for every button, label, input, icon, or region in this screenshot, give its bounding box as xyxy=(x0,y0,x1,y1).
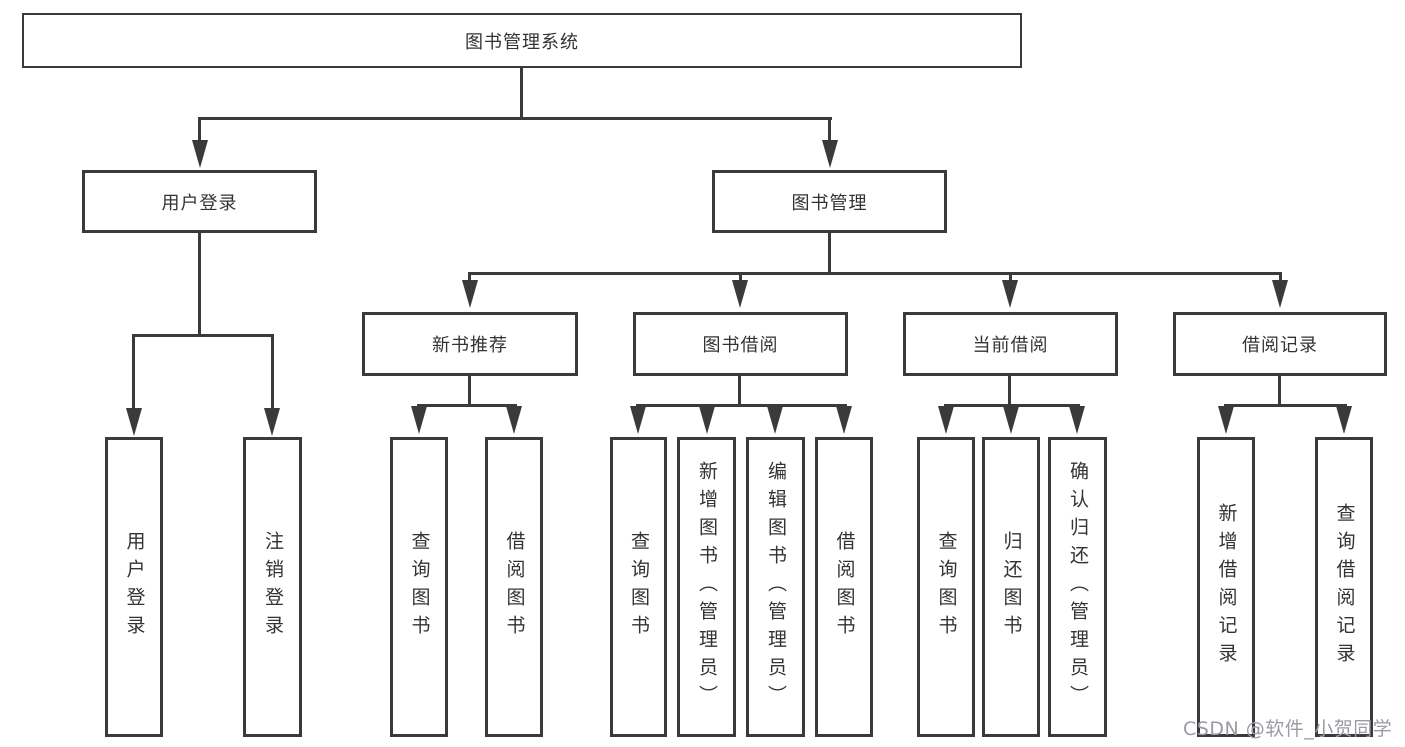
node-label: 查询借阅记录 xyxy=(1333,503,1356,671)
arrow-down-icon xyxy=(822,140,838,168)
connector-line xyxy=(828,233,831,275)
arrow-down-icon xyxy=(1002,280,1018,308)
node-label: 借阅图书 xyxy=(503,531,526,643)
node-label: 图书管理 xyxy=(791,192,868,214)
leaf-add-borrow-record: 新增借阅记录 xyxy=(1197,437,1255,737)
node-label: 借阅记录 xyxy=(1242,335,1318,356)
arrow-down-icon xyxy=(506,406,522,434)
leaf-confirm-return-admin: 确认归还（管理员） xyxy=(1048,437,1107,737)
connector-line xyxy=(468,272,1282,275)
node-label: 用户登录 xyxy=(123,531,146,643)
node-label: 当前借阅 xyxy=(972,335,1049,356)
connector-line xyxy=(1009,272,1012,282)
node-current-borrow: 当前借阅 xyxy=(903,312,1118,376)
leaf-query-books-borrow: 查询图书 xyxy=(610,437,667,737)
arrow-down-icon xyxy=(630,406,646,434)
connector-line xyxy=(1278,376,1281,406)
csdn-watermark: CSDN @软件_小贺同学 xyxy=(1183,718,1393,740)
connector-line xyxy=(944,404,1080,407)
leaf-user-login: 用户登录 xyxy=(105,437,163,737)
node-label: 查询图书 xyxy=(628,531,650,643)
arrow-down-icon xyxy=(836,406,852,434)
leaf-add-books-admin: 新增图书（管理员） xyxy=(677,437,736,737)
connector-line xyxy=(738,376,741,406)
leaf-query-books-recommend: 查询图书 xyxy=(390,437,448,737)
node-book-borrow: 图书借阅 xyxy=(633,312,848,376)
node-label: 编辑图书（管理员） xyxy=(765,461,787,713)
connector-line xyxy=(1224,404,1347,407)
arrow-down-icon xyxy=(264,408,280,436)
node-new-book-recommend: 新书推荐 xyxy=(362,312,578,376)
node-label: 查询图书 xyxy=(408,531,431,643)
arrow-down-icon xyxy=(1218,406,1234,434)
connector-line xyxy=(636,404,847,407)
connector-line xyxy=(271,334,274,410)
node-label: 归还图书 xyxy=(1000,531,1023,643)
arrow-down-icon xyxy=(1336,406,1352,434)
node-label: 查询图书 xyxy=(935,531,958,643)
connector-line xyxy=(1279,272,1282,282)
node-root: 图书管理系统 xyxy=(22,13,1022,68)
node-label: 新增借阅记录 xyxy=(1215,503,1238,671)
connector-line xyxy=(132,334,135,410)
connector-line xyxy=(468,272,471,282)
connector-line xyxy=(1008,376,1011,406)
leaf-logout: 注销登录 xyxy=(243,437,302,737)
connector-line xyxy=(132,334,274,337)
leaf-return-books: 归还图书 xyxy=(982,437,1040,737)
arrow-down-icon xyxy=(1069,406,1085,434)
arrow-down-icon xyxy=(699,406,715,434)
connector-line xyxy=(828,117,831,143)
leaf-query-books-current: 查询图书 xyxy=(917,437,975,737)
arrow-down-icon xyxy=(1003,406,1019,434)
connector-line xyxy=(468,376,471,406)
arrow-down-icon xyxy=(732,280,748,308)
leaf-query-borrow-record: 查询借阅记录 xyxy=(1315,437,1373,737)
connector-line xyxy=(198,117,832,120)
node-label: 借阅图书 xyxy=(833,531,856,643)
leaf-borrow-books: 借阅图书 xyxy=(815,437,873,737)
node-label: 确认归还（管理员） xyxy=(1067,461,1089,713)
node-user-login: 用户登录 xyxy=(82,170,317,233)
connector-line xyxy=(520,68,523,119)
arrow-down-icon xyxy=(462,280,478,308)
arrow-down-icon xyxy=(1272,280,1288,308)
connector-line xyxy=(417,404,517,407)
node-label: 注销登录 xyxy=(262,531,284,643)
arrow-down-icon xyxy=(938,406,954,434)
connector-line xyxy=(198,117,201,143)
node-label: 新增图书（管理员） xyxy=(696,461,718,713)
node-label: 新书推荐 xyxy=(432,335,508,356)
arrow-down-icon xyxy=(126,408,142,436)
connector-line xyxy=(198,233,201,336)
connector-line xyxy=(739,272,742,282)
leaf-borrow-books-recommend: 借阅图书 xyxy=(485,437,543,737)
node-book-management: 图书管理 xyxy=(712,170,947,233)
leaf-edit-books-admin: 编辑图书（管理员） xyxy=(746,437,805,737)
arrow-down-icon xyxy=(411,406,427,434)
node-label: 用户登录 xyxy=(161,192,238,214)
arrow-down-icon xyxy=(767,406,783,434)
node-borrow-records: 借阅记录 xyxy=(1173,312,1387,376)
arrow-down-icon xyxy=(192,140,208,168)
node-label: 图书借阅 xyxy=(702,335,779,356)
node-label: 图书管理系统 xyxy=(465,31,579,53)
